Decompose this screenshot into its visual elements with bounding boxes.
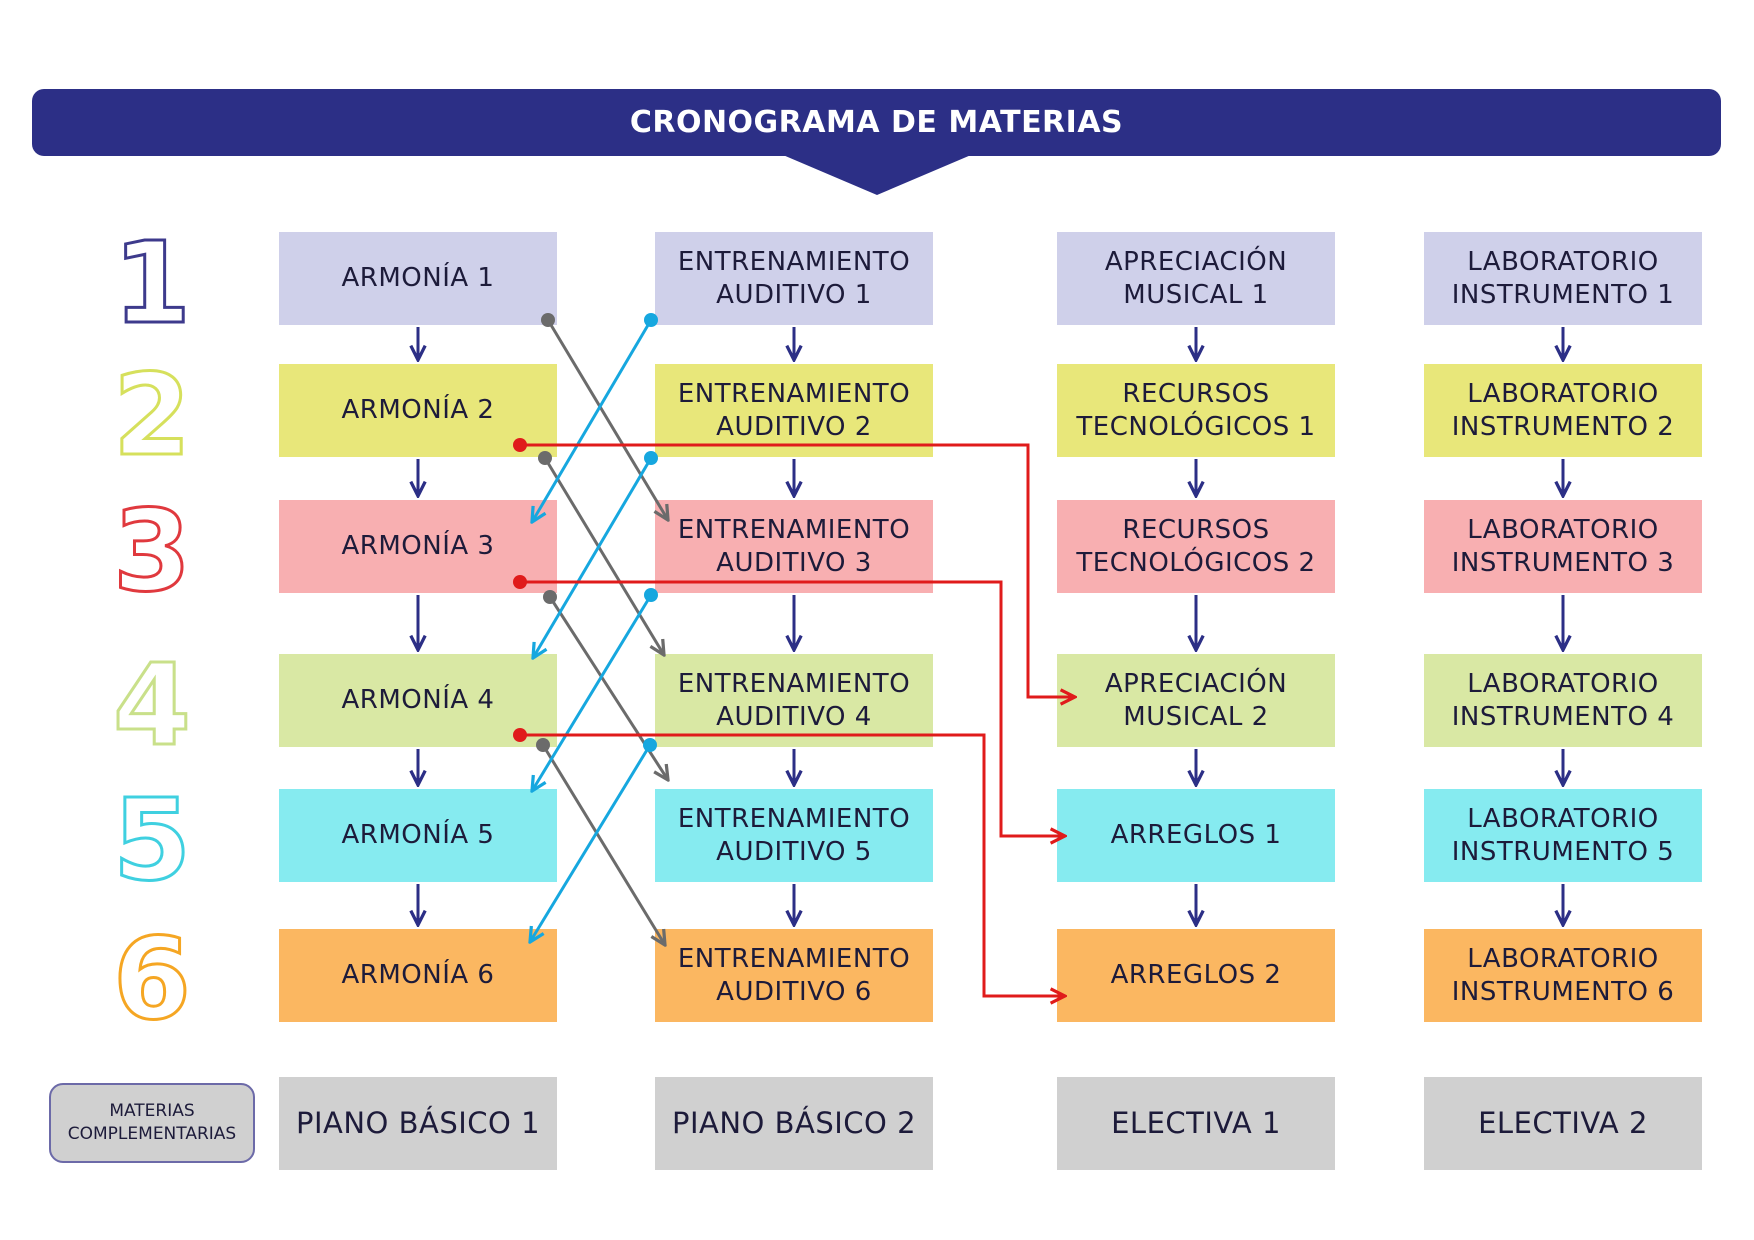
- subject-entrenamiento-3: ENTRENAMIENTO AUDITIVO 3: [655, 500, 933, 593]
- red-arrow-2: [520, 580, 1065, 836]
- subject-armonia-2: ARMONÍA 2: [279, 364, 557, 457]
- subject-laboratorio-4: LABORATORIO INSTRUMENTO 4: [1424, 654, 1702, 747]
- blue-arrow-2: [533, 457, 653, 658]
- subject-armonia-4: ARMONÍA 4: [279, 654, 557, 747]
- gray-arrow-origin-3: [543, 590, 557, 604]
- subject-entrenamiento-1: ENTRENAMIENTO AUDITIVO 1: [655, 232, 933, 325]
- semester-number-2: 2: [112, 351, 193, 481]
- semester-number-1: 1: [112, 219, 193, 349]
- semester-number-6: 6: [112, 915, 193, 1045]
- subject-laboratorio-1: LABORATORIO INSTRUMENTO 1: [1424, 232, 1702, 325]
- gray-arrow-origin-2: [538, 451, 552, 465]
- subject-laboratorio-6: LABORATORIO INSTRUMENTO 6: [1424, 929, 1702, 1022]
- subject-armonia-3: ARMONÍA 3: [279, 500, 557, 593]
- blue-arrow-4: [530, 744, 652, 942]
- blue-arrow-origin-3: [644, 588, 658, 602]
- subject-apreciacion-2: RECURSOS TECNOLÓGICOS 1: [1057, 364, 1335, 457]
- subject-apreciacion-6: ARREGLOS 2: [1057, 929, 1335, 1022]
- gray-arrow-3: [548, 596, 668, 780]
- subject-apreciacion-1: APRECIACIÓN MUSICAL 1: [1057, 232, 1335, 325]
- complementary-subject-4: ELECTIVA 2: [1424, 1077, 1702, 1170]
- subject-armonia-6: ARMONÍA 6: [279, 929, 557, 1022]
- subject-apreciacion-3: RECURSOS TECNOLÓGICOS 2: [1057, 500, 1335, 593]
- gray-arrow-origin-4: [536, 738, 550, 752]
- subject-apreciacion-4: APRECIACIÓN MUSICAL 2: [1057, 654, 1335, 747]
- red-arrow-3: [520, 733, 1065, 996]
- semester-number-3: 3: [112, 487, 193, 617]
- gray-arrow-2: [543, 457, 664, 655]
- red-arrow-origin-1: [513, 438, 527, 452]
- subject-armonia-1: ARMONÍA 1: [279, 232, 557, 325]
- subject-laboratorio-5: LABORATORIO INSTRUMENTO 5: [1424, 789, 1702, 882]
- page-title: CRONOGRAMA DE MATERIAS: [32, 89, 1721, 156]
- subject-entrenamiento-4: ENTRENAMIENTO AUDITIVO 4: [655, 654, 933, 747]
- gray-arrow-1: [546, 319, 668, 520]
- complementary-label: MATERIAS COMPLEMENTARIAS: [49, 1083, 255, 1163]
- semester-number-5: 5: [112, 776, 193, 906]
- gray-arrow-4: [541, 744, 665, 945]
- red-arrow-1: [520, 443, 1075, 697]
- subject-entrenamiento-6: ENTRENAMIENTO AUDITIVO 6: [655, 929, 933, 1022]
- red-arrow-origin-3: [513, 728, 527, 742]
- blue-arrow-1: [532, 319, 653, 522]
- complementary-subject-2: PIANO BÁSICO 2: [655, 1077, 933, 1170]
- subject-entrenamiento-5: ENTRENAMIENTO AUDITIVO 5: [655, 789, 933, 882]
- header-pointer: [783, 155, 971, 195]
- blue-arrow-origin-4: [643, 738, 657, 752]
- blue-arrow-origin-1: [644, 313, 658, 327]
- subject-armonia-5: ARMONÍA 5: [279, 789, 557, 882]
- gray-arrow-origin-1: [541, 313, 555, 327]
- subject-laboratorio-2: LABORATORIO INSTRUMENTO 2: [1424, 364, 1702, 457]
- blue-arrow-3: [532, 594, 653, 791]
- subject-entrenamiento-2: ENTRENAMIENTO AUDITIVO 2: [655, 364, 933, 457]
- complementary-subject-1: PIANO BÁSICO 1: [279, 1077, 557, 1170]
- semester-number-4: 4: [112, 641, 193, 771]
- subject-apreciacion-5: ARREGLOS 1: [1057, 789, 1335, 882]
- red-arrow-origin-2: [513, 575, 527, 589]
- subject-laboratorio-3: LABORATORIO INSTRUMENTO 3: [1424, 500, 1702, 593]
- complementary-subject-3: ELECTIVA 1: [1057, 1077, 1335, 1170]
- blue-arrow-origin-2: [644, 451, 658, 465]
